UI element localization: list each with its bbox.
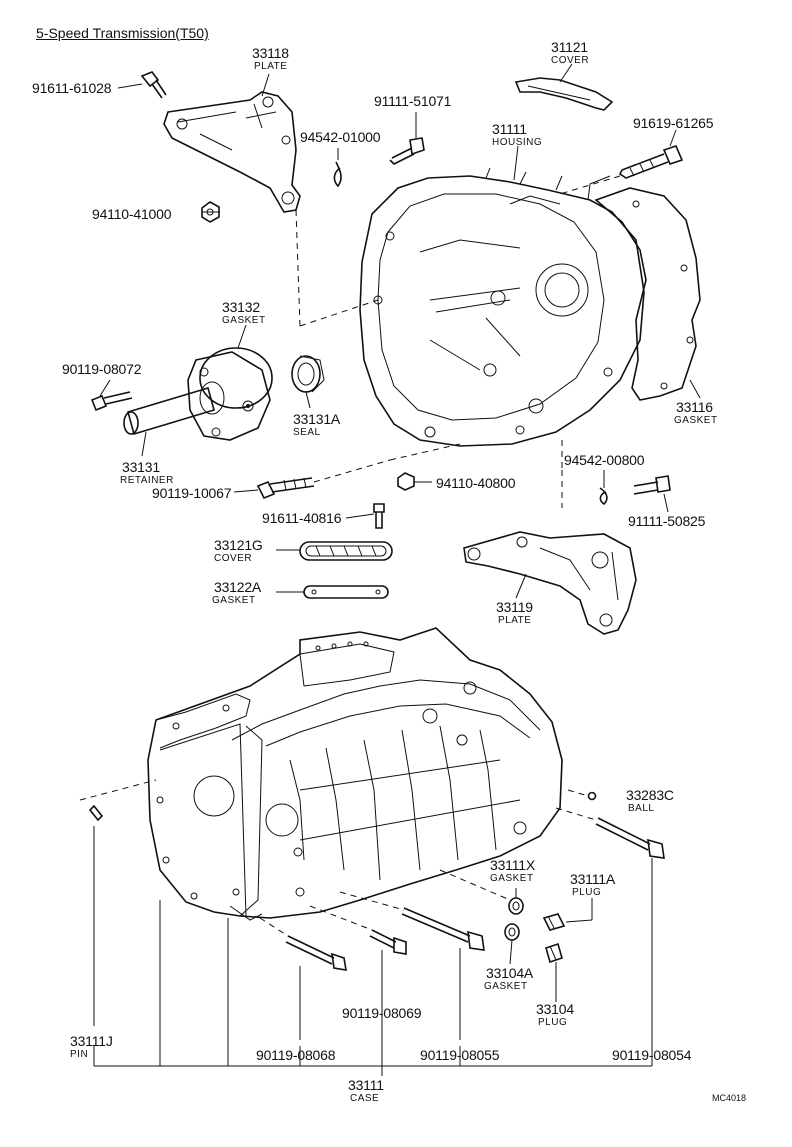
bolt-91111-50825-drawing: [633, 475, 671, 495]
part-name-33111: CASE: [350, 1093, 380, 1104]
part-name-33111j: PIN: [70, 1049, 89, 1060]
gasket-33111x-drawing: [508, 897, 524, 915]
part-name-33116: GASKET: [674, 415, 718, 426]
part-number-91111-51071[interactable]: 91111-51071: [374, 93, 452, 109]
diagram-title: 5-Speed Transmission(T50): [36, 25, 209, 41]
bolt-91611-61028-drawing: [117, 71, 167, 99]
part-number-33104[interactable]: 33104: [536, 1001, 574, 1017]
part-name-33104a: GASKET: [484, 981, 528, 992]
bolt-90119-08069-drawing: [369, 929, 407, 955]
part-number-33131[interactable]: 33131: [122, 459, 160, 475]
part-number-91111-50825[interactable]: 91111-50825: [628, 513, 706, 529]
plug-33104-drawing: [545, 942, 563, 964]
plate-33119-drawing: [463, 531, 637, 635]
part-name-33118: PLATE: [254, 61, 288, 72]
part-number-90119-08069[interactable]: 90119-08069: [342, 1005, 422, 1021]
bolt-90119-08072-drawing: [90, 391, 133, 412]
part-name-33131: RETAINER: [120, 475, 174, 486]
gasket-33132-drawing: [199, 324, 273, 409]
ball-33283c-drawing: [587, 791, 597, 801]
seal-33131a-drawing: [291, 355, 325, 393]
part-number-33119[interactable]: 33119: [496, 599, 533, 615]
part-name-33132: GASKET: [222, 315, 266, 326]
nut-94110-40800-drawing: [397, 472, 432, 491]
clip-94542-01000-drawing: [333, 161, 342, 188]
part-name-31111: HOUSING: [492, 137, 543, 148]
case-33111-drawing: [147, 627, 563, 921]
part-name-33131a: SEAL: [293, 427, 321, 438]
part-number-33121g[interactable]: 33121G: [214, 537, 263, 553]
gasket-33116-drawing: [594, 187, 701, 401]
part-number-90119-10067[interactable]: 90119-10067: [152, 485, 232, 501]
housing-31111-drawing: [359, 167, 645, 447]
part-number-33131a[interactable]: 33131A: [293, 411, 341, 427]
part-number-31121[interactable]: 31121: [551, 39, 588, 55]
part-number-91611-61028[interactable]: 91611-61028: [32, 80, 112, 96]
part-name-33119: PLATE: [498, 615, 532, 626]
gasket-33122a-drawing: [303, 585, 389, 599]
part-number-91611-40816[interactable]: 91611-40816: [262, 510, 342, 526]
part-number-33111a[interactable]: 33111A: [570, 871, 615, 887]
bolt-91619-61265-drawing: [618, 145, 684, 179]
clip-94542-00800-drawing: [599, 487, 608, 506]
cover-31121-drawing: [514, 77, 614, 111]
part-name-33111a: PLUG: [572, 887, 602, 898]
bolt-91111-51071-drawing: [389, 112, 425, 165]
cover-33121g-drawing: [299, 541, 393, 561]
leader-lines: [79, 63, 701, 1076]
bolt-90119-08054-drawing: [595, 817, 665, 859]
part-number-90119-08055[interactable]: 90119-08055: [420, 1047, 500, 1063]
part-number-90119-08054[interactable]: 90119-08054: [612, 1047, 692, 1063]
part-number-91619-61265[interactable]: 91619-61265: [633, 115, 714, 131]
part-number-33111[interactable]: 33111: [348, 1077, 384, 1093]
plate-33118-drawing: [163, 91, 301, 213]
part-number-33111x[interactable]: 33111X: [490, 857, 535, 873]
part-number-33132[interactable]: 33132: [222, 299, 260, 315]
part-number-94542-00800[interactable]: 94542-00800: [564, 452, 645, 468]
part-number-90119-08068[interactable]: 90119-08068: [256, 1047, 336, 1063]
part-number-33116[interactable]: 33116: [676, 399, 713, 415]
bolt-90119-08068-drawing: [285, 935, 347, 971]
part-number-33122a[interactable]: 33122A: [214, 579, 262, 595]
plug-33111a-drawing: [542, 913, 566, 931]
part-name-33283c: BALL: [628, 803, 655, 814]
part-name-33122a: GASKET: [212, 595, 256, 606]
gasket-33104a-drawing: [504, 923, 520, 941]
bolt-90119-10067-drawing: [256, 477, 315, 500]
part-number-94542-01000[interactable]: 94542-01000: [300, 129, 381, 145]
part-number-33104a[interactable]: 33104A: [486, 965, 534, 981]
part-number-90119-08072[interactable]: 90119-08072: [62, 361, 142, 377]
part-number-33283c[interactable]: 33283C: [626, 787, 674, 803]
bolt-91611-40816-drawing: [373, 503, 385, 529]
part-number-31111[interactable]: 31111: [492, 121, 527, 137]
part-number-33111j[interactable]: 33111J: [70, 1033, 113, 1049]
part-name-33111x: GASKET: [490, 873, 534, 884]
part-number-94110-41000[interactable]: 94110-41000: [92, 206, 172, 222]
part-name-31121: COVER: [551, 55, 590, 66]
retainer-33131-drawing: [123, 351, 271, 441]
part-number-33118[interactable]: 33118: [252, 45, 289, 61]
pin-33111j-drawing: [88, 804, 104, 822]
bolt-90119-08055-drawing: [401, 907, 485, 951]
part-number-94110-40800[interactable]: 94110-40800: [436, 475, 516, 491]
part-name-33104: PLUG: [538, 1017, 568, 1028]
part-name-33121g: COVER: [214, 553, 253, 564]
catalog-code: MC4018: [712, 1093, 747, 1103]
